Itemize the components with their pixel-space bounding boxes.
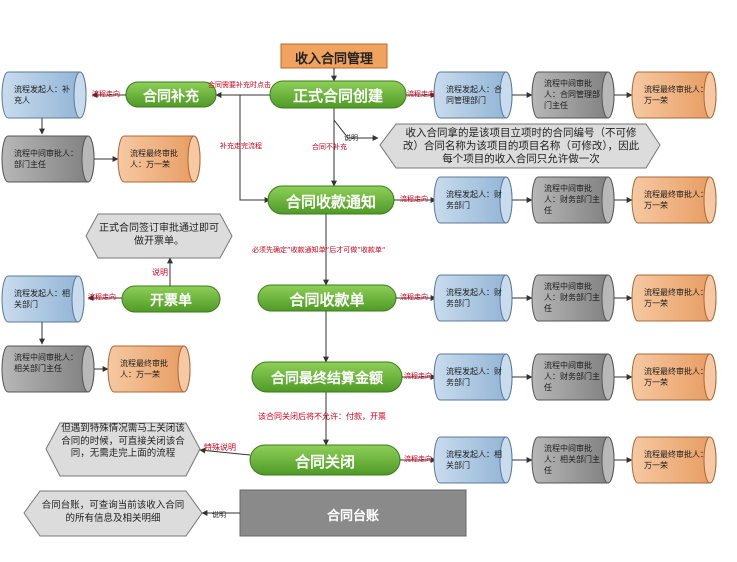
cyl-invoice-end-label: 流程最终审批人：万一荣 [120, 359, 168, 379]
lane-notice [433, 176, 717, 224]
note-invoice: 正式合同签订审批通过即可做开票单。 [99, 223, 219, 247]
node-final-label[interactable]: 合同最终结算金额 [271, 371, 383, 387]
edge-label-must-confirm: 必须先确定”收款通知单“后才可做”收款单“ [252, 246, 386, 254]
cyl-close-start-label: 流程发起人：相关部门 [446, 450, 502, 470]
note-invoice-shape [85, 213, 233, 259]
flow-label-close: 流程走向 [404, 455, 432, 463]
edge-label-explain-ledger: 说明 [212, 511, 226, 519]
cyl-supplement-end-label: 流程最终审批人：万一荣 [130, 149, 178, 169]
cyl-close-end-label: 流程最终审批人：万一荣 [644, 450, 708, 470]
cyl-formal-mid-label: 流程中间审批人：合同管理部门主任 [544, 79, 600, 110]
flow-label-supplement: 流程走向 [92, 90, 120, 98]
edge-label-explain-invoice: 说明 [152, 268, 168, 277]
lane-receipt [433, 274, 717, 322]
lane-close [433, 436, 717, 484]
edge-label-need-supplement: 合同需要补充时点击 [208, 81, 271, 89]
edge-label-special: 特殊说明 [204, 443, 236, 452]
edge-supplement-flow [239, 95, 271, 203]
lane-formal [433, 71, 717, 119]
node-supplement-label[interactable]: 合同补充 [143, 89, 199, 105]
title-label: 收入合同管理 [294, 52, 373, 67]
cyl-receipt-mid-label: 流程中间审批人：财务部门主任 [544, 282, 600, 313]
edge-formal-note [333, 119, 379, 141]
note-formal: 收入合同拿的是该项目立项时的合同编号（不可修改）合同名称为该项目的项目名称（可修… [402, 127, 640, 165]
flow-label-receipt: 流程走向 [400, 293, 428, 301]
cyl-receipt-start-label: 流程发起人：财务部门 [446, 288, 502, 308]
node-formal-label[interactable]: 正式合同创建 [292, 87, 383, 105]
cyl-invoice-start-label: 流程发起人：相关部门 [14, 289, 70, 309]
node-ledger-label[interactable]: 合同台账 [326, 509, 379, 524]
cyl-final-start-label: 流程发起人：财务部门 [446, 367, 502, 387]
edge-label-close-rule: 该合同关闭后将不允许：付款，开票 [258, 412, 386, 421]
cyl-supplement-mid-label: 流程中间审批人：部门主任 [14, 149, 78, 169]
node-close-label[interactable]: 合同关闭 [294, 453, 355, 471]
title-box [280, 43, 388, 69]
cyl-notice-mid-label: 流程中间审批人：财务部门主任 [544, 184, 600, 215]
node-notice-label[interactable]: 合同收款通知 [285, 193, 376, 211]
cyl-receipt-end-label: 流程最终审批人：万一荣 [644, 288, 708, 308]
note-ledger: 合同台账，可查询当前该收入合同的所有信息及相关明细 [41, 500, 185, 524]
cyl-final-mid-label: 流程中间审批人：财务部门主任 [544, 361, 600, 392]
node-invoice[interactable] [121, 285, 221, 313]
lane-final [433, 353, 717, 401]
lane-invoice [1, 275, 191, 393]
edge-label-explain: 说明 [344, 134, 358, 142]
edge-label-no-supplement: 合同不补充 [312, 143, 347, 151]
flow-label-formal: 流程走向 [407, 90, 435, 98]
cyl-formal-start-label: 流程发起人：合同管理部门 [446, 85, 502, 105]
edge-label-supplement-flow: 补充走完流程 [220, 142, 262, 150]
flow-label-notice: 流程走向 [400, 195, 428, 203]
cyl-notice-end-label: 流程最终审批人：万一荣 [644, 190, 708, 210]
note-close: 但遇到特殊情况需马上关闭该合同的时候，可直接关闭该合同，无需走完上面的流程 [61, 423, 185, 459]
cyl-supplement-start-label: 流程发起人：补充人 [14, 85, 70, 105]
edge-close-note [199, 447, 251, 456]
lane-supplement [1, 71, 201, 183]
node-receipt-label[interactable]: 合同收款单 [289, 291, 365, 309]
cyl-close-mid-label: 流程中间审批人：相关部门主任 [544, 444, 600, 475]
flow-label-final: 流程走向 [404, 372, 432, 380]
note-formal-shape [379, 123, 661, 169]
flow-label-invoice: 流程走向 [88, 293, 116, 301]
cyl-final-end-label: 流程最终审批人：万一荣 [644, 367, 708, 387]
node-invoice-label[interactable]: 开票单 [150, 293, 192, 309]
cyl-invoice-mid-label: 流程中间审批人：相关部门主任 [14, 353, 78, 373]
cyl-formal-end-label: 流程最终审批人：万一荣 [644, 85, 708, 105]
cyl-notice-start-label: 流程发起人：财务部门 [446, 190, 502, 210]
